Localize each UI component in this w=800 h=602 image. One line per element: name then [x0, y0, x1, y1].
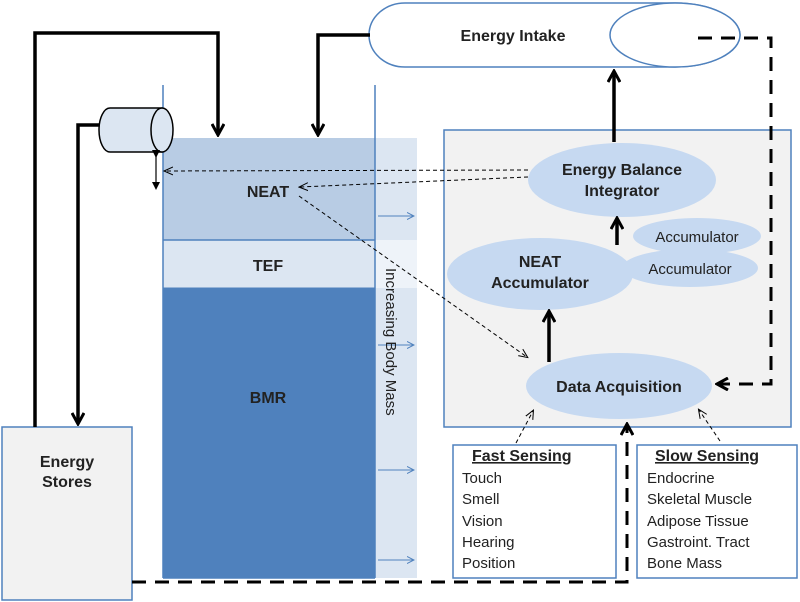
integrator-to-valve-dashed: [165, 170, 529, 171]
bmr-compartment: [163, 288, 375, 578]
valve-to-stores-arrow: [78, 123, 99, 423]
energy-stores-box: [1, 426, 133, 601]
neat-compartment: [163, 138, 375, 240]
neat-to-acquisition-dashed: [298, 195, 527, 357]
slow-sensing-item: Bone Mass: [647, 555, 722, 572]
energy-intake-end-cap: [609, 2, 741, 68]
slow-sensing-item: Adipose Tissue: [647, 513, 749, 530]
neat-accumulator: [447, 238, 633, 310]
slow-sensing-item: Endocrine: [647, 470, 715, 487]
slow-sensing-item: Gastroint. Tract: [647, 534, 750, 551]
fast-sensing-item: Touch: [462, 470, 502, 487]
energy-intake-label: Energy Intake: [461, 28, 566, 45]
accumulator-2: [622, 249, 758, 287]
valve-cylinder-body: [98, 107, 163, 153]
neat-label: NEAT: [247, 184, 290, 201]
slow-sensing-box: [636, 444, 798, 579]
bmr-label: BMR: [250, 390, 287, 407]
fast-sensing-box: [452, 444, 617, 579]
intake-feedback-dashed: [698, 36, 773, 384]
neat-accumulator-label-line1: NEAT: [519, 254, 562, 271]
energy-stores-label-line2: Stores: [42, 474, 92, 491]
slow-sensing-to-acquisition-dashed: [699, 410, 721, 442]
integrator-label-line1: Energy Balance: [562, 162, 682, 179]
fast-sensing-item: Vision: [462, 513, 503, 530]
integrator-label-line2: Integrator: [585, 183, 660, 200]
accumulator-1-label: Accumulator: [655, 229, 738, 246]
body-mass-band-light: [375, 240, 417, 288]
tef-compartment: [163, 240, 375, 288]
tef-label: TEF: [253, 258, 283, 275]
stores-feedback-dashed: [132, 425, 627, 584]
integrator-to-neat-dashed: [300, 176, 529, 187]
body-mass-band: [375, 138, 417, 578]
energy-balance-integrator: [528, 143, 716, 217]
energy-stores-label-line1: Energy: [40, 454, 94, 471]
fast-sensing-item: Position: [462, 555, 515, 572]
stores-to-column-arrow: [33, 31, 218, 427]
fast-sensing-item: Smell: [462, 491, 500, 508]
slow-sensing-item: Skeletal Muscle: [647, 491, 752, 508]
increasing-body-mass-label: Increasing Body Mass: [382, 268, 399, 416]
fast-sensing-to-acquisition-dashed: [515, 411, 533, 444]
data-acquisition: [526, 353, 712, 419]
accumulator-2-label: Accumulator: [648, 261, 731, 278]
fast-sensing-title: Fast Sensing: [472, 448, 572, 465]
slow-sensing-title: Slow Sensing: [655, 448, 759, 465]
fast-sensing-item: Hearing: [462, 534, 515, 551]
valve-cylinder-end: [150, 107, 174, 153]
data-acquisition-label: Data Acquisition: [556, 379, 682, 396]
intake-to-column-arrow: [318, 33, 370, 134]
accumulator-1: [633, 218, 761, 254]
neat-accumulator-label-line2: Accumulator: [491, 275, 589, 292]
